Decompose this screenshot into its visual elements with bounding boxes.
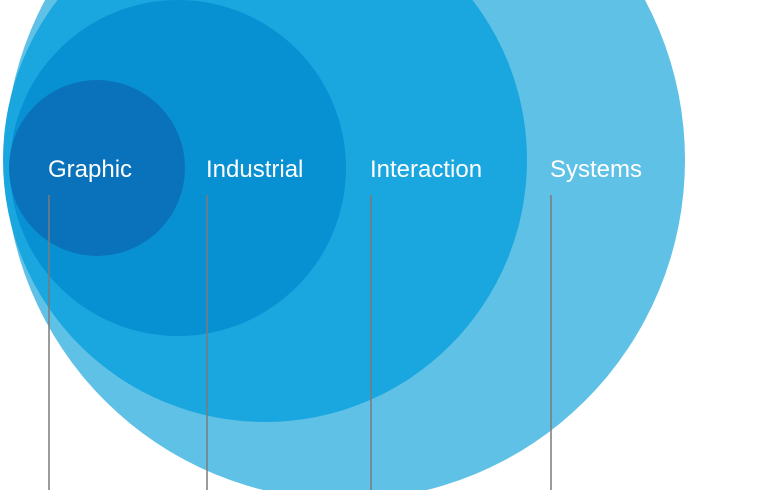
label-interaction: Interaction bbox=[370, 156, 482, 183]
label-industrial: Industrial bbox=[206, 156, 303, 183]
label-graphic: Graphic bbox=[48, 156, 132, 183]
circle-graphic bbox=[9, 80, 185, 256]
label-systems: Systems bbox=[550, 156, 642, 183]
